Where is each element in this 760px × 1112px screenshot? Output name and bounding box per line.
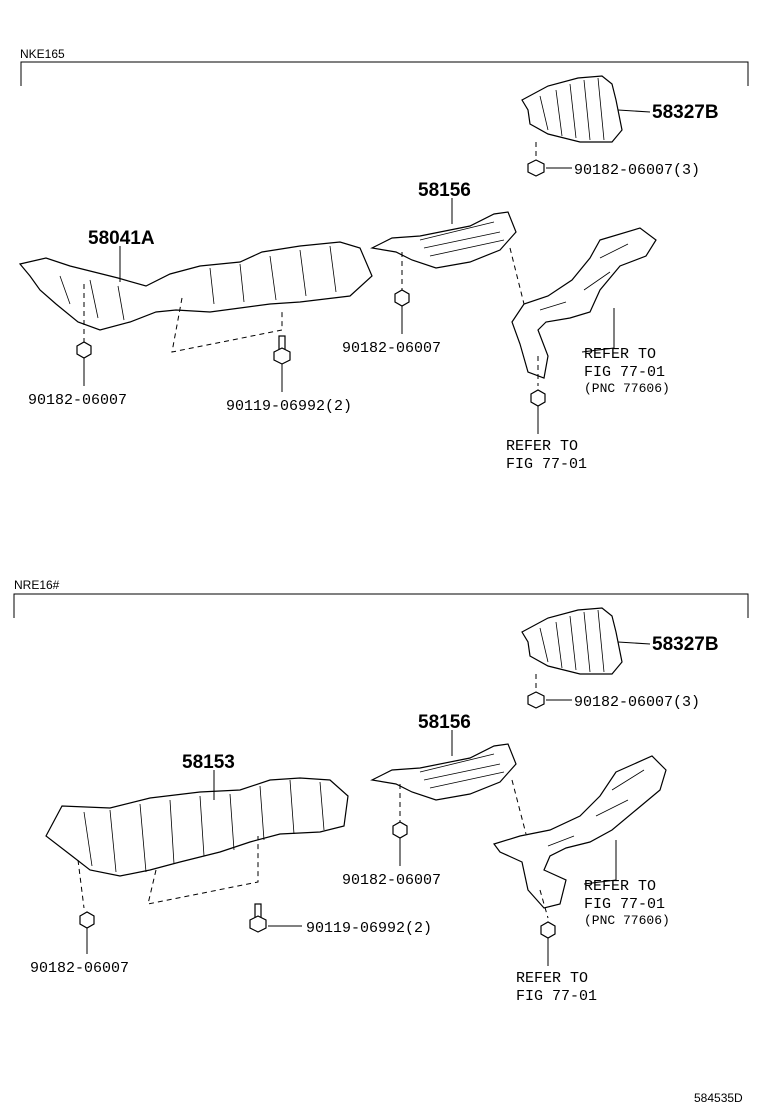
bolt-icon <box>249 903 267 933</box>
label-refer-bracket-1: REFER TO <box>584 346 656 363</box>
label-58327b: 58327B <box>652 634 719 655</box>
label-refer-bracket-1: REFER TO <box>584 878 656 895</box>
label-58156: 58156 <box>418 180 471 201</box>
label-refer-bracket-2: FIG 77-01 <box>584 896 665 913</box>
label-58041a: 58041A <box>88 228 155 249</box>
label-refer-bracket-3: (PNC 77606) <box>584 381 670 396</box>
figure-id: 584535D <box>694 1091 743 1105</box>
bracket-77606 <box>493 755 667 909</box>
label-refer-bracket-3: (PNC 77606) <box>584 913 670 928</box>
section-nre16: NRE16# 58327B 90182-06007(3) 58156 90182… <box>13 578 749 1005</box>
section-model-code: NKE165 <box>20 47 65 61</box>
label-nut-left: 90182-06007 <box>28 392 127 409</box>
label-58327b: 58327B <box>652 102 719 123</box>
section-bracket <box>13 593 749 618</box>
label-refer-nut-2: FIG 77-01 <box>506 456 587 473</box>
label-58156: 58156 <box>418 712 471 733</box>
heat-shield-58156 <box>370 211 517 269</box>
label-refer-bracket-2: FIG 77-01 <box>584 364 665 381</box>
label-refer-nut-1: REFER TO <box>516 970 588 987</box>
heat-shield-58327b <box>521 607 623 675</box>
label-nut-center: 90182-06007 <box>342 872 441 889</box>
section-nke165: NKE165 58327B 90182-06007(3) 58156 90182… <box>18 47 749 473</box>
label-nut-left: 90182-06007 <box>30 960 129 977</box>
label-nut-center: 90182-06007 <box>342 340 441 357</box>
label-nut-upper-right: 90182-06007(3) <box>574 694 700 711</box>
heat-shield-58327b <box>521 75 623 143</box>
label-nut-upper-right: 90182-06007(3) <box>574 162 700 179</box>
section-bracket <box>20 61 749 86</box>
nut-icon <box>79 911 95 929</box>
label-refer-nut-2: FIG 77-01 <box>516 988 597 1005</box>
nut-icon <box>530 389 546 407</box>
heat-shield-58041a <box>18 241 373 331</box>
section-model-code: NRE16# <box>14 578 60 592</box>
label-bolt: 90119-06992(2) <box>226 398 352 415</box>
nut-icon <box>392 821 408 839</box>
label-58153: 58153 <box>182 752 235 773</box>
heat-shield-58156 <box>370 743 517 801</box>
nut-icon <box>540 921 556 939</box>
heat-shield-58153 <box>45 777 349 877</box>
bracket-77606 <box>511 227 657 379</box>
bolt-icon <box>273 335 291 365</box>
label-refer-nut-1: REFER TO <box>506 438 578 455</box>
nut-icon <box>394 289 410 307</box>
nut-icon <box>76 341 92 359</box>
nut-icon <box>527 691 545 709</box>
label-bolt: 90119-06992(2) <box>306 920 432 937</box>
nut-icon <box>527 159 545 177</box>
